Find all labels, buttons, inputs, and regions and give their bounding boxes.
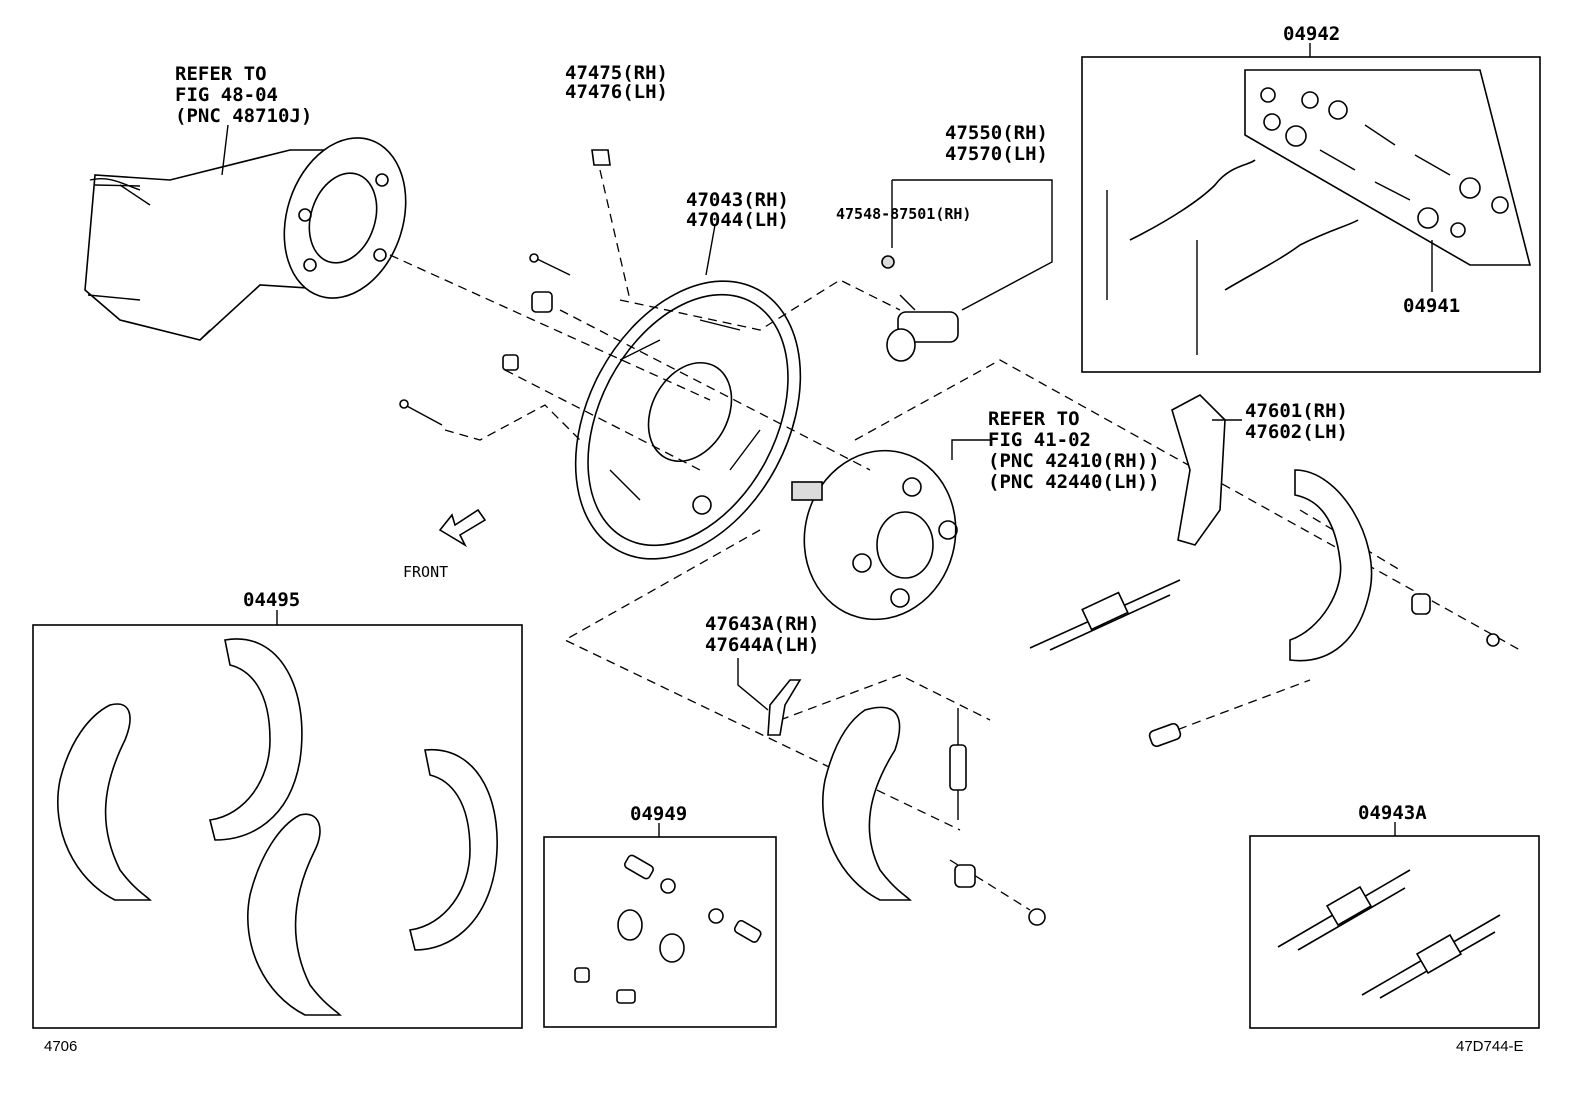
part-label-47602[interactable]: 47602(LH) — [1245, 421, 1348, 443]
part-label-47043[interactable]: 47043(RH) — [686, 189, 789, 211]
adjuster-kit — [1277, 869, 1501, 999]
rear-brake-shoe — [1289, 469, 1373, 662]
parking-brake-lever — [1171, 394, 1226, 546]
refer-note-hub-line1: REFER TO — [988, 408, 1080, 430]
refer-note-hub-line4: (PNC 42440(LH)) — [988, 471, 1160, 493]
return-spring — [949, 708, 1046, 926]
part-label-04942[interactable]: 04942 — [1283, 23, 1341, 45]
refer-note-axle-line1: REFER TO — [175, 63, 267, 85]
brake-shoe-kit — [56, 638, 498, 1016]
shoe-hold-pin — [399, 253, 571, 426]
wheel-cylinder — [881, 255, 959, 362]
part-label-04941[interactable]: 04941 — [1403, 295, 1461, 317]
plug — [502, 291, 553, 371]
part-label-47475[interactable]: 47475(RH) — [565, 62, 668, 84]
front-direction-label: FRONT — [403, 563, 449, 581]
refer-note-hub-line3: (PNC 42410(RH)) — [988, 450, 1160, 472]
refer-note-axle-line3: (PNC 48710J) — [175, 105, 313, 127]
part-label-47548[interactable]: 47548-87501(RH) — [836, 205, 972, 223]
front-brake-shoe — [821, 706, 912, 901]
part-label-47601[interactable]: 47601(RH) — [1245, 400, 1348, 422]
part-label-47044[interactable]: 47044(LH) — [686, 209, 789, 231]
part-label-47476[interactable]: 47476(LH) — [565, 81, 668, 103]
small-spring — [1148, 593, 1500, 748]
part-label-04943A[interactable]: 04943A — [1358, 802, 1427, 824]
adjuster-strut — [1029, 579, 1181, 651]
wheel-cylinder-kit — [574, 854, 762, 1004]
front-arrow-icon — [438, 508, 487, 548]
page-code: 4706 — [44, 1038, 78, 1055]
parking-brake-strut — [767, 679, 802, 736]
part-label-47644[interactable]: 47644A(LH) — [705, 634, 820, 656]
axle-housing — [84, 137, 407, 341]
part-label-04495[interactable]: 04495 — [243, 589, 301, 611]
refer-note-hub-line2: FIG 41-02 — [988, 429, 1091, 451]
part-label-47643[interactable]: 47643A(RH) — [705, 613, 820, 635]
part-label-47550[interactable]: 47550(RH) — [945, 122, 1048, 144]
refer-note-axle-line2: FIG 48-04 — [175, 84, 278, 106]
bleeder-bolt — [591, 149, 611, 166]
part-label-47570[interactable]: 47570(LH) — [945, 143, 1048, 165]
shoe-spring-set — [1106, 87, 1509, 355]
backing-plate — [574, 280, 802, 560]
axle-hub — [791, 449, 958, 621]
part-label-04949[interactable]: 04949 — [630, 803, 688, 825]
figure-code: 47D744-E — [1456, 1038, 1524, 1055]
